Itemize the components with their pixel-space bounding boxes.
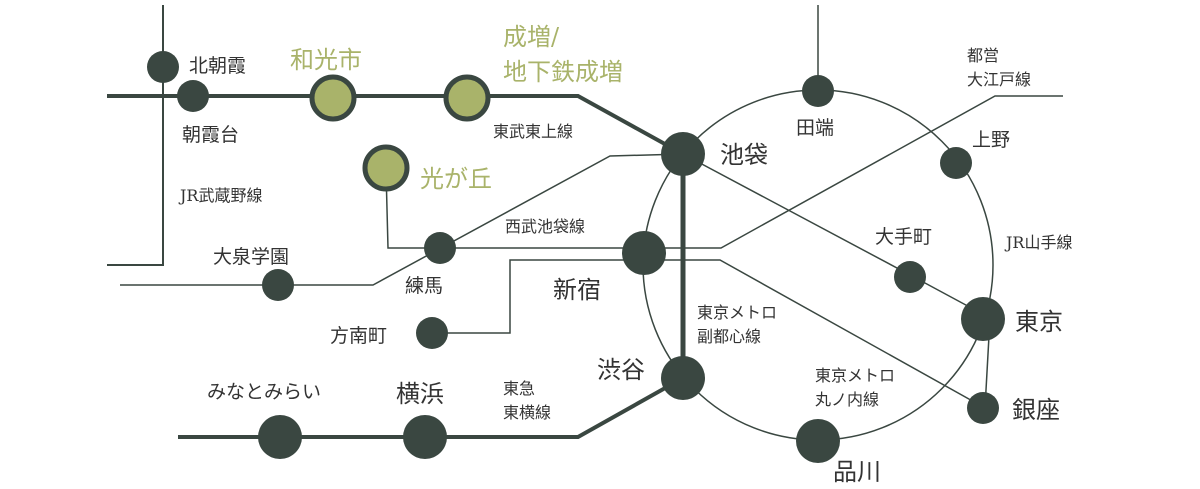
label-oizumi: 大泉学園: [213, 246, 289, 268]
oedo-line-south: [445, 259, 986, 409]
tobu-tojo-line: [107, 94, 684, 156]
marunouchi-line: [682, 153, 991, 409]
station-yokohama: [403, 415, 447, 459]
label-yamanote: JR山手線: [1004, 233, 1072, 252]
label-oedo-1: 都営: [967, 46, 999, 65]
label-nerima: 練馬: [405, 275, 443, 297]
label-yokohama: 横浜: [396, 380, 444, 408]
label-musashino: JR武蔵野線: [178, 186, 262, 205]
label-shinjuku: 新宿: [553, 276, 601, 304]
label-seibu-ikebukuro: 西武池袋線: [505, 217, 585, 236]
musashino-line: [107, 5, 164, 266]
toyoko-line: [178, 376, 684, 439]
label-hikarigaoka: 光が丘: [420, 165, 492, 193]
label-oedo-2: 大江戸線: [967, 70, 1031, 89]
label-honancho: 方南町: [330, 325, 387, 347]
label-asakadai: 朝霞台: [182, 124, 239, 146]
label-shibuya: 渋谷: [597, 356, 645, 384]
station-shinjuku: [622, 231, 666, 275]
label-tobu-tojo: 東武東上線: [493, 122, 573, 141]
label-kitaasaka: 北朝霞: [189, 55, 246, 77]
label-ginza: 銀座: [1012, 396, 1060, 424]
station-oizumi: [262, 269, 294, 301]
station-minatomirai: [258, 415, 302, 459]
label-marunouchi-1: 東京メトロ: [815, 366, 895, 385]
station-honancho: [416, 317, 448, 349]
station-shibuya: [661, 356, 705, 400]
label-wakoshi: 和光市: [290, 46, 362, 74]
station-tabata: [802, 75, 834, 107]
station-kitaasaka: [147, 51, 179, 83]
station-tokyo: [961, 297, 1005, 341]
label-ikebukuro: 池袋: [720, 141, 768, 169]
station-asakadai: [177, 80, 209, 112]
label-otemachi: 大手町: [875, 226, 932, 248]
station-shinagawa: [796, 419, 840, 463]
station-nerima: [424, 232, 456, 264]
station-wakoshi: [309, 74, 357, 122]
label-tokyo: 東京: [1015, 308, 1063, 336]
station-narimasu: [443, 74, 491, 122]
station-otemachi: [894, 261, 926, 293]
label-toyoko-1: 東急: [503, 379, 535, 398]
label-toyoko-2: 東横線: [503, 403, 551, 422]
label-shinagawa: 品川: [833, 458, 881, 486]
label-narimasu-1: 成増/: [503, 23, 560, 51]
label-marunouchi-2: 丸ノ内線: [815, 390, 879, 409]
station-hikarigaoka: [362, 144, 410, 192]
seibu-ikebukuro-line: [120, 153, 684, 286]
label-fukutoshin-2: 副都心線: [697, 327, 761, 346]
label-minatomirai: みなとみらい: [207, 381, 321, 403]
oedo-line-north: [385, 95, 1063, 249]
station-ikebukuro: [661, 132, 705, 176]
label-fukutoshin-1: 東京メトロ: [697, 303, 777, 322]
station-ginza: [967, 392, 999, 424]
label-ueno: 上野: [972, 129, 1010, 151]
label-tabata: 田端: [796, 117, 834, 139]
label-narimasu-2: 地下鉄成増: [503, 58, 623, 86]
station-ueno: [940, 147, 972, 179]
